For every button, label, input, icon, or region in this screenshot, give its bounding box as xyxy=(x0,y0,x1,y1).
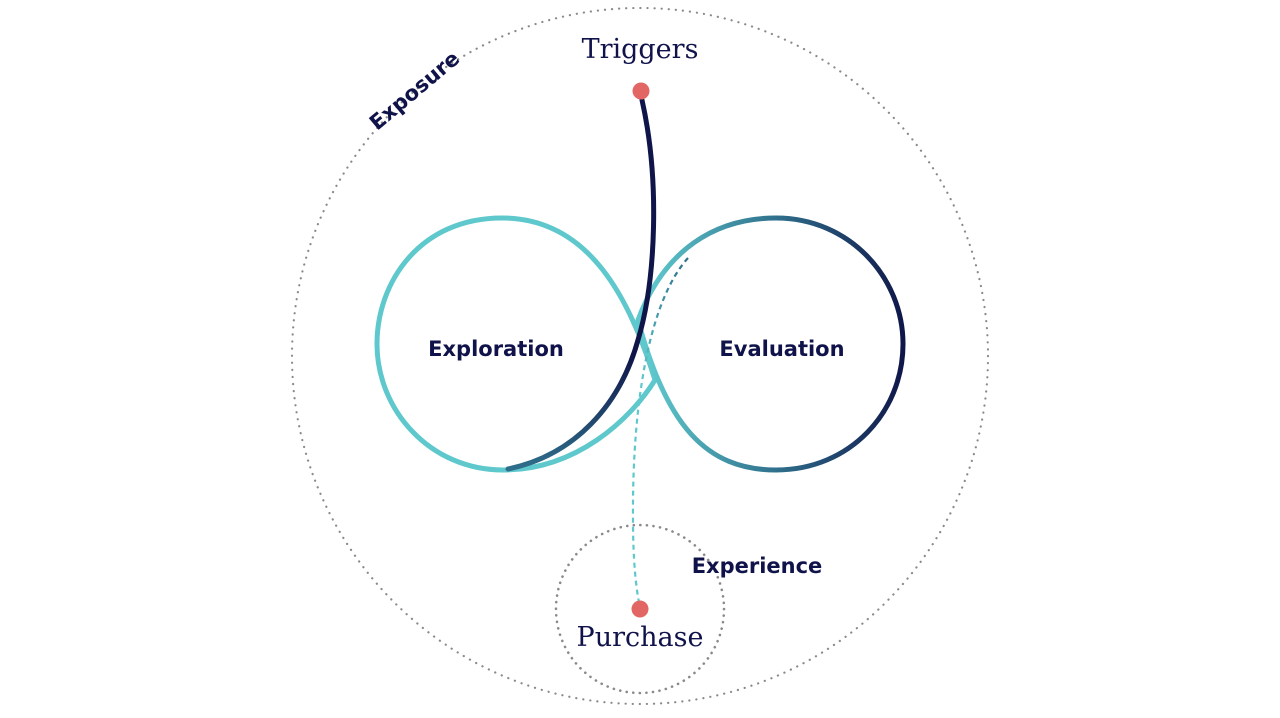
triggers-label: Triggers xyxy=(582,34,699,65)
exploration-label: Exploration xyxy=(428,337,564,361)
evaluation-label: Evaluation xyxy=(719,337,844,361)
purchase-node xyxy=(631,600,649,618)
exploration-loop xyxy=(374,215,658,473)
purchase-path xyxy=(631,257,689,608)
exposure-label: Exposure xyxy=(365,46,464,135)
exposure-ring xyxy=(290,6,990,706)
evaluation-loop xyxy=(635,215,906,473)
purchase-label: Purchase xyxy=(577,622,704,653)
experience-ring xyxy=(554,523,726,695)
triggers-node xyxy=(632,82,650,100)
experience-label: Experience xyxy=(692,554,823,578)
trigger-path xyxy=(505,97,657,472)
